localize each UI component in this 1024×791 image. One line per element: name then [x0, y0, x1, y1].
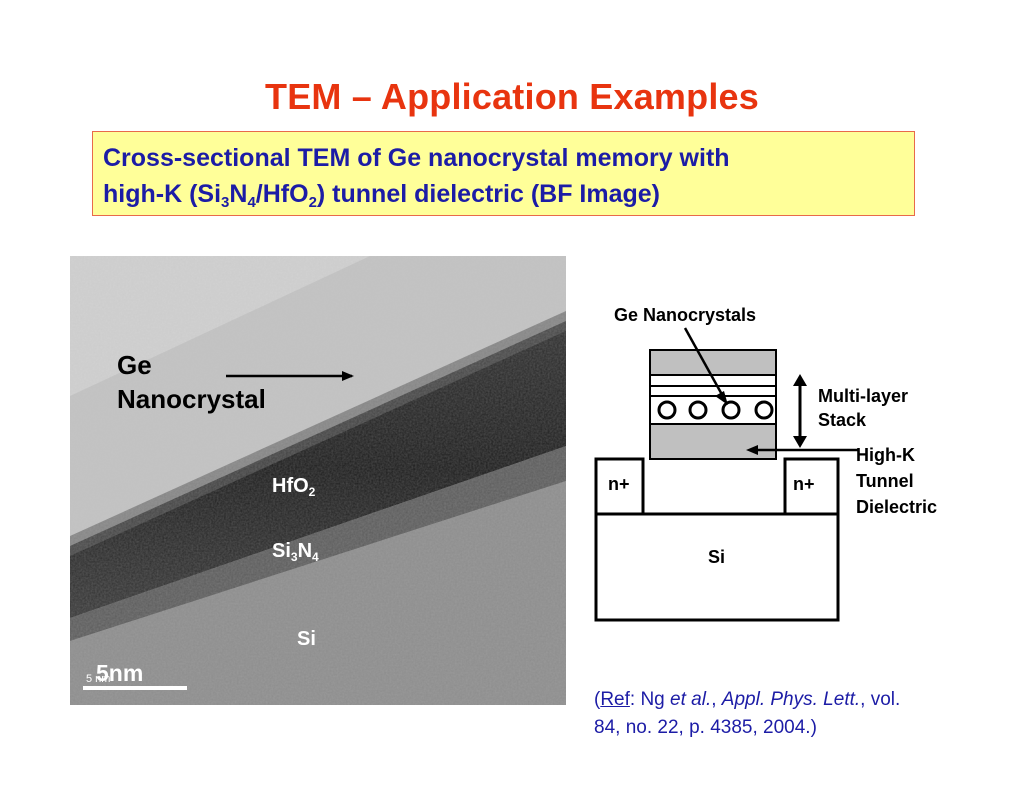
high-k-label: High-K Tunnel Dielectric — [856, 442, 937, 520]
reference-line-2: 84, no. 22, p. 4385, 2004.) — [594, 717, 817, 738]
ge-nanocrystal-label: Ge Nanocrystal — [117, 348, 266, 416]
ref-text: , — [711, 689, 722, 710]
hfo2-label: HfO2 — [272, 475, 315, 498]
subscript: 2 — [308, 485, 316, 499]
subtitle-text: /HfO — [255, 180, 309, 208]
subtitle-line-2: high-K (Si3N4/HfO2) tunnel dielectric (B… — [103, 176, 902, 212]
scale-bar-small-label: 5 nm — [86, 673, 111, 685]
scale-bar — [83, 686, 187, 690]
hfo2-text: HfO — [272, 475, 309, 497]
high-k-line-2: Tunnel — [856, 471, 914, 491]
si-substrate-label: Si — [297, 628, 316, 650]
slide-title: TEM – Application Examples — [265, 76, 759, 117]
scale-bar-label: 5nm — [96, 660, 144, 686]
ge-nanocrystals-label: Ge Nanocrystals — [614, 305, 757, 325]
subtitle-text: high-K (Si — [103, 180, 222, 208]
subscript: 4 — [312, 550, 319, 564]
ref-link[interactable]: Ref — [600, 689, 630, 710]
ref-text: : Ng — [629, 689, 671, 710]
ref-text: ( — [594, 689, 601, 710]
si-diagram-label: Si — [708, 547, 726, 567]
subtitle-box: Cross-sectional TEM of Ge nanocrystal me… — [92, 131, 915, 216]
reference-line-1: (Ref: Ng et al., Appl. Phys. Lett., vol. — [594, 686, 900, 714]
ge-label-line-1: Ge — [117, 350, 152, 380]
reference-citation: (Ref: Ng et al., Appl. Phys. Lett., vol.… — [594, 686, 900, 742]
subscript: 2 — [308, 194, 317, 211]
si3n4-text: N — [297, 540, 313, 562]
high-k-line-3: Dielectric — [856, 497, 938, 517]
multi-layer-line-2: Stack — [818, 410, 867, 430]
subscript: 3 — [290, 550, 298, 564]
high-k-line-1: High-K — [856, 445, 915, 465]
multi-layer-line-1: Multi-layer — [818, 386, 909, 406]
subscript: 4 — [247, 194, 256, 211]
si3n4-label: Si3N4 — [272, 540, 319, 563]
subscript: 3 — [221, 194, 230, 211]
ref-text: et al. — [670, 689, 712, 710]
subtitle-line-1: Cross-sectional TEM of Ge nanocrystal me… — [103, 144, 730, 172]
multi-layer-stack-label: Multi-layer Stack — [818, 384, 908, 432]
device-schematic — [594, 327, 858, 622]
tem-micrograph — [70, 256, 566, 705]
n-plus-left-label: n+ — [608, 474, 630, 494]
ref-journal: Appl. Phys. Lett. — [721, 689, 861, 710]
si3n4-text: Si — [272, 540, 291, 562]
subtitle-text: N — [229, 180, 248, 208]
ge-label-line-2: Nanocrystal — [117, 384, 266, 414]
n-plus-right-label: n+ — [793, 474, 815, 494]
subtitle-text: ) tunnel dielectric (BF Image) — [316, 180, 661, 208]
ref-text: , vol. — [860, 689, 901, 710]
